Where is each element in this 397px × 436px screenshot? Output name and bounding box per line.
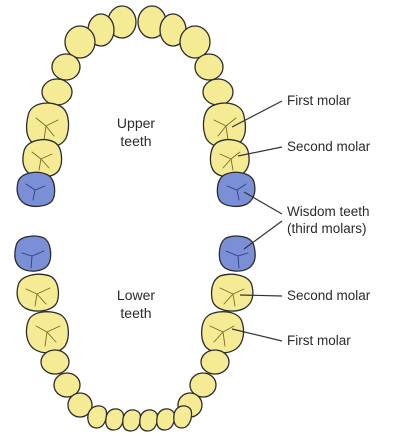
upper-tooth <box>52 54 80 80</box>
lower-tooth <box>123 410 141 431</box>
lower-wisdom-tooth-right <box>219 236 255 271</box>
lower-tooth <box>41 350 69 374</box>
upper-teeth-label-line2: teeth <box>120 133 151 149</box>
lower-tooth <box>174 406 192 428</box>
upper-tooth <box>203 79 233 105</box>
leader-wisdom-upper <box>244 192 282 214</box>
upper-tooth <box>65 26 95 58</box>
leader-wisdom-lower <box>244 221 282 249</box>
lower-second-molar-left <box>17 274 58 311</box>
callout-upper-second-molar: Second molar <box>287 139 371 154</box>
callout-upper-first-molar: First molar <box>287 93 351 108</box>
lower-second-molar-right <box>212 274 253 311</box>
upper-tooth <box>195 54 223 80</box>
upper-arch <box>17 6 255 206</box>
callout-lower-second-molar: Second molar <box>287 288 371 303</box>
upper-tooth <box>180 26 210 58</box>
callout-wisdom-teeth-line2: (third molars) <box>287 221 367 236</box>
lower-teeth-label-line2: teeth <box>120 305 151 321</box>
upper-tooth <box>42 79 72 105</box>
lower-arch <box>15 236 255 431</box>
lower-tooth <box>157 409 175 430</box>
lower-tooth <box>106 409 124 430</box>
callout-wisdom-teeth-line1: Wisdom teeth <box>287 204 370 219</box>
lower-tooth <box>88 406 107 428</box>
callout-lower-first-molar: First molar <box>287 333 351 348</box>
lower-tooth <box>201 350 229 374</box>
lower-teeth-label-line1: Lower <box>117 287 155 303</box>
upper-teeth-label-line1: Upper <box>117 115 155 131</box>
lower-tooth <box>140 410 158 431</box>
lower-wisdom-tooth-left <box>15 236 51 271</box>
